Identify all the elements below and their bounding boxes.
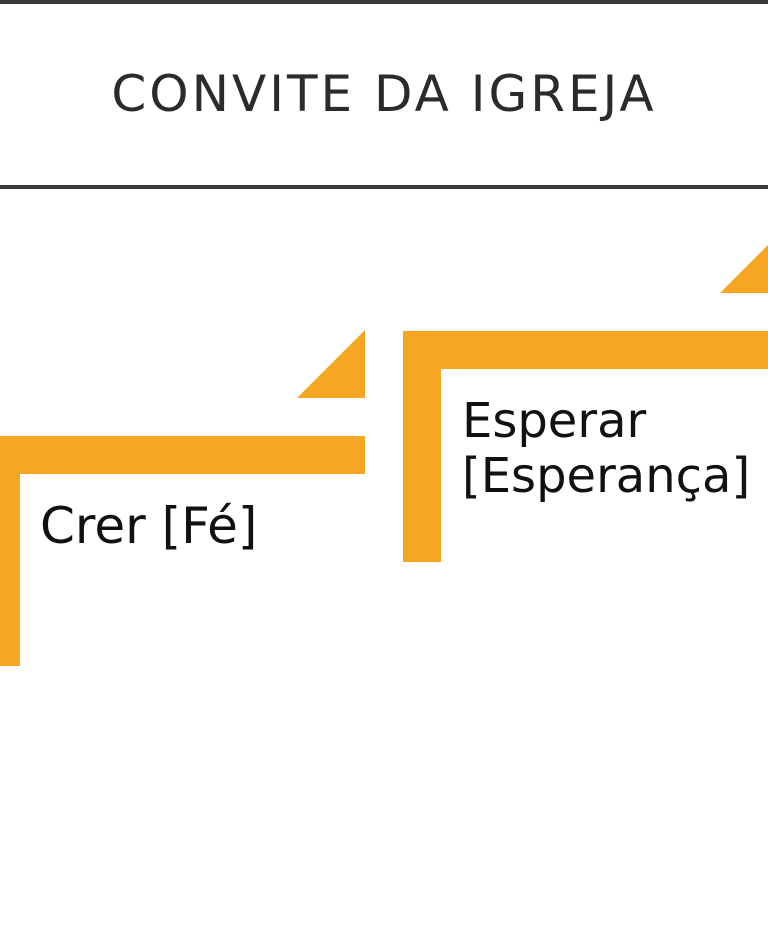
page-title: CONVITE DA IGREJA: [111, 65, 657, 123]
step-2-label: Esperar [Esperança]: [462, 394, 750, 504]
step-2-corner-triangle: [720, 245, 768, 293]
header-divider: [0, 185, 768, 189]
step-2-label-line-2: [Esperança]: [462, 448, 751, 504]
step-1-vertical-bar: [0, 436, 20, 666]
step-1-corner-triangle: [297, 330, 365, 398]
step-1-label: Crer [Fé]: [40, 497, 258, 555]
step-2-label-line-1: Esperar: [462, 393, 647, 449]
top-rule: [0, 0, 768, 4]
step-1-horizontal-bar: [0, 436, 365, 474]
step-2-vertical-bar: [403, 331, 441, 562]
step-2-horizontal-bar: [403, 331, 768, 369]
